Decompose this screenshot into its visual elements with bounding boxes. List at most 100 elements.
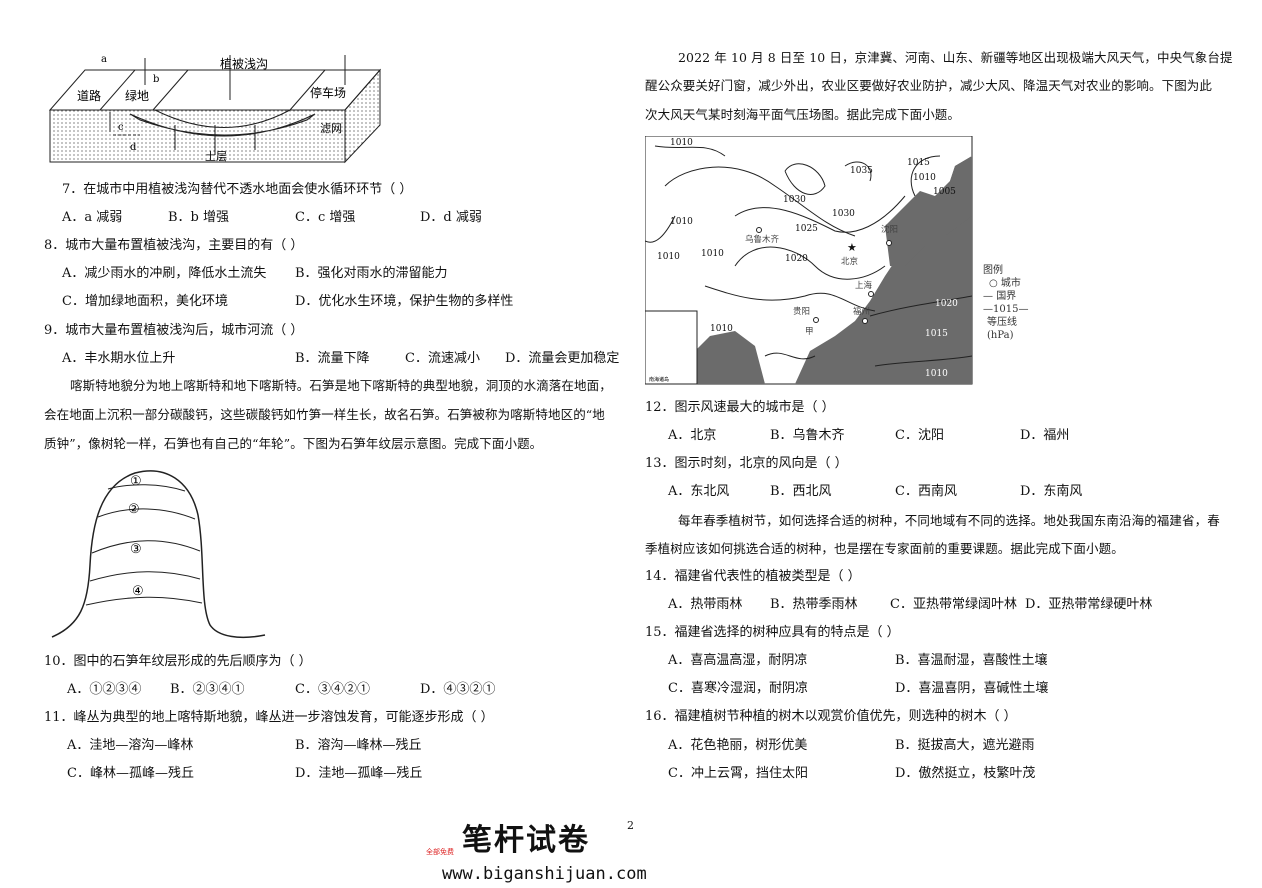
q11-option-b[interactable]: B．溶沟—峰林—残丘 — [295, 738, 422, 753]
city-fuzhou: 福州 — [853, 306, 870, 317]
inset-label: 南海诸岛 — [649, 376, 669, 383]
q13-option-d[interactable]: D．东南风 — [1020, 484, 1083, 499]
swale-diagram: a b c d 道路 绿地 植被浅沟 停车场 滤网 土层 — [48, 54, 382, 164]
q13-option-b[interactable]: B．西北风 — [770, 484, 832, 499]
label-b: b — [153, 74, 159, 85]
q10-stem: 10．图中的石笋年纹层形成的先后顺序为（ ） — [44, 654, 312, 669]
q14-stem: 14．福建省代表性的植被类型是（ ） — [645, 569, 861, 584]
wind-intro-line: 2022 年 10 月 8 日至 10 日，京津冀、河南、山东、新疆等地区出现极… — [678, 50, 1233, 65]
karst-intro-line: 质钟”，像树轮一样，石笋也有自己的“年轮”。下图为石笋年纹层示意图。完成下面小题… — [44, 436, 543, 451]
q9-option-b[interactable]: B．流量下降 — [295, 351, 370, 366]
layer-1-label: ① — [130, 474, 142, 489]
city-marker-icon: ○ — [989, 278, 998, 289]
q10-option-d[interactable]: D．④③②① — [420, 682, 496, 697]
label-filter: 滤网 — [320, 122, 342, 135]
q12-option-d[interactable]: D．福州 — [1020, 428, 1070, 443]
q13-option-c[interactable]: C．西南风 — [895, 484, 957, 499]
legend-isobar: 等压线 — [987, 317, 1017, 328]
city-guiyang: 贵阳 — [793, 306, 810, 317]
q7-option-b[interactable]: B．b 增强 — [168, 210, 230, 225]
isobar-label: 1010 — [657, 252, 680, 262]
q14-option-d[interactable]: D．亚热带常绿硬叶林 — [1025, 597, 1153, 612]
q7-option-a[interactable]: A．a 减弱 — [62, 210, 123, 225]
legend-city: 城市 — [1000, 278, 1021, 289]
isobar-label: 1010 — [701, 249, 724, 259]
city-shenyang: 沈阳 — [881, 224, 898, 235]
border-line-icon: — — [983, 291, 993, 302]
q15-stem: 15．福建省选择的树种应具有的特点是（ ） — [645, 625, 900, 640]
q11-option-a[interactable]: A．洼地—溶沟—峰林 — [67, 738, 194, 753]
isobar-label: 1010 — [913, 173, 936, 183]
watermark-url: www.biganshijuan.com — [442, 864, 647, 884]
q13-stem: 13．图示时刻，北京的风向是（ ） — [645, 456, 848, 471]
q8-option-b[interactable]: B．强化对雨水的滞留能力 — [295, 266, 448, 281]
q11-option-c[interactable]: C．峰林—孤峰—残丘 — [67, 766, 194, 781]
tree-intro-line: 每年春季植树节，如何选择合适的树种，不同地域有不同的选择。地处我国东南沿海的福建… — [678, 513, 1220, 528]
isobar-label: 1030 — [832, 209, 855, 219]
q9-option-d[interactable]: D．流量会更加稳定 — [505, 351, 620, 366]
point-jia: 甲 — [805, 327, 814, 337]
legend-isobar-sample: 1015 — [993, 304, 1019, 315]
q16-option-c[interactable]: C．冲上云霄，挡住太阳 — [668, 766, 808, 781]
q10-option-c[interactable]: C．③④②① — [295, 682, 370, 697]
layer-4-label: ④ — [132, 584, 144, 599]
beijing-star-icon: ★ — [847, 241, 857, 254]
q11-option-d[interactable]: D．洼地—孤峰—残丘 — [295, 766, 423, 781]
layer-2-label: ② — [128, 502, 140, 517]
q10-option-a[interactable]: A．①②③④ — [67, 682, 142, 697]
q13-option-a[interactable]: A．东北风 — [668, 484, 730, 499]
legend-unit: (hPa) — [987, 330, 1014, 341]
q16-option-a[interactable]: A．花色艳丽，树形优美 — [668, 738, 808, 753]
tree-intro-line: 季植树应该如何挑选合适的树种，也是摆在专家面前的重要课题。据此完成下面小题。 — [645, 541, 1124, 556]
q8-option-d[interactable]: D．优化水生环境，保护生物的多样性 — [295, 294, 514, 309]
isobar-label: 1015 — [925, 329, 948, 339]
label-green: 绿地 — [125, 88, 149, 103]
layer-3-label: ③ — [130, 542, 142, 557]
watermark-logo-title: 笔杆试卷 — [462, 823, 590, 858]
q7-option-d[interactable]: D．d 减弱 — [420, 210, 482, 225]
q11-stem: 11．峰丛为典型的地上喀特斯地貌，峰丛进一步溶蚀发育，可能逐步形成（ ） — [44, 710, 494, 725]
isobar-label: 1025 — [795, 224, 818, 234]
q12-stem: 12．图示风速最大的城市是（ ） — [645, 400, 835, 415]
q14-option-b[interactable]: B．热带季雨林 — [770, 597, 858, 612]
wind-intro-line: 次大风天气某时刻海平面气压场图。据此完成下面小题。 — [645, 107, 961, 122]
city-urumqi: 乌鲁木齐 — [745, 234, 780, 245]
stalagmite-diagram: ① ② ③ ④ — [51, 470, 266, 638]
q8-option-c[interactable]: C．增加绿地面积，美化环境 — [62, 294, 228, 309]
isobar-label: 1010 — [670, 138, 693, 148]
isobar-label: 1010 — [925, 369, 948, 379]
q9-option-c[interactable]: C．流速减小 — [405, 351, 480, 366]
q12-option-a[interactable]: A．北京 — [668, 428, 717, 443]
q15-option-c[interactable]: C．喜寒冷湿润，耐阴凉 — [668, 681, 808, 696]
isobar-label: 1030 — [783, 195, 806, 205]
isobar-label: 1010 — [670, 217, 693, 227]
label-road: 道路 — [77, 88, 101, 103]
isobar-label: 1005 — [933, 187, 956, 197]
page-number: 2 — [627, 819, 634, 832]
city-beijing: 北京 — [841, 256, 858, 267]
label-parking: 停车场 — [310, 85, 346, 100]
isobar-label: 1020 — [785, 254, 808, 264]
q14-option-c[interactable]: C．亚热带常绿阔叶林 — [890, 597, 1017, 612]
isobar-label: 1010 — [710, 324, 733, 334]
q16-option-b[interactable]: B．挺拔高大，遮光避雨 — [895, 738, 1035, 753]
q15-option-b[interactable]: B．喜温耐湿，喜酸性土壤 — [895, 653, 1048, 668]
q14-option-a[interactable]: A．热带雨林 — [668, 597, 743, 612]
q15-option-a[interactable]: A．喜高温高湿，耐阴凉 — [668, 653, 808, 668]
q7-option-c[interactable]: C．c 增强 — [295, 210, 356, 225]
q12-option-c[interactable]: C．沈阳 — [895, 428, 944, 443]
label-soil: 土层 — [205, 150, 227, 163]
wind-intro-line: 醒公众要关好门窗，减少外出，农业区要做好农业防护，减少大风、降温天气对农业的影响… — [645, 78, 1213, 93]
q8-option-a[interactable]: A．减少雨水的冲刷，降低水土流失 — [62, 266, 267, 281]
karst-intro-line: 喀斯特地貌分为地上喀斯特和地下喀斯特。石笋是地下喀斯特的典型地貌，洞顶的水滴落在… — [70, 378, 612, 393]
q10-option-b[interactable]: B．②③④① — [170, 682, 245, 697]
isobar-label: 1015 — [907, 158, 930, 168]
label-swale: 植被浅沟 — [220, 56, 268, 71]
q15-option-d[interactable]: D．喜温喜阴，喜碱性土壤 — [895, 681, 1049, 696]
q16-stem: 16．福建植树节种植的树木以观赏价值优先，则选种的树木（ ） — [645, 709, 1017, 724]
q12-option-b[interactable]: B．乌鲁木齐 — [770, 428, 845, 443]
q16-option-d[interactable]: D．傲然挺立，枝繁叶茂 — [895, 766, 1036, 781]
q9-option-a[interactable]: A．丰水期水位上升 — [62, 351, 176, 366]
city-shanghai: 上海 — [855, 280, 873, 291]
